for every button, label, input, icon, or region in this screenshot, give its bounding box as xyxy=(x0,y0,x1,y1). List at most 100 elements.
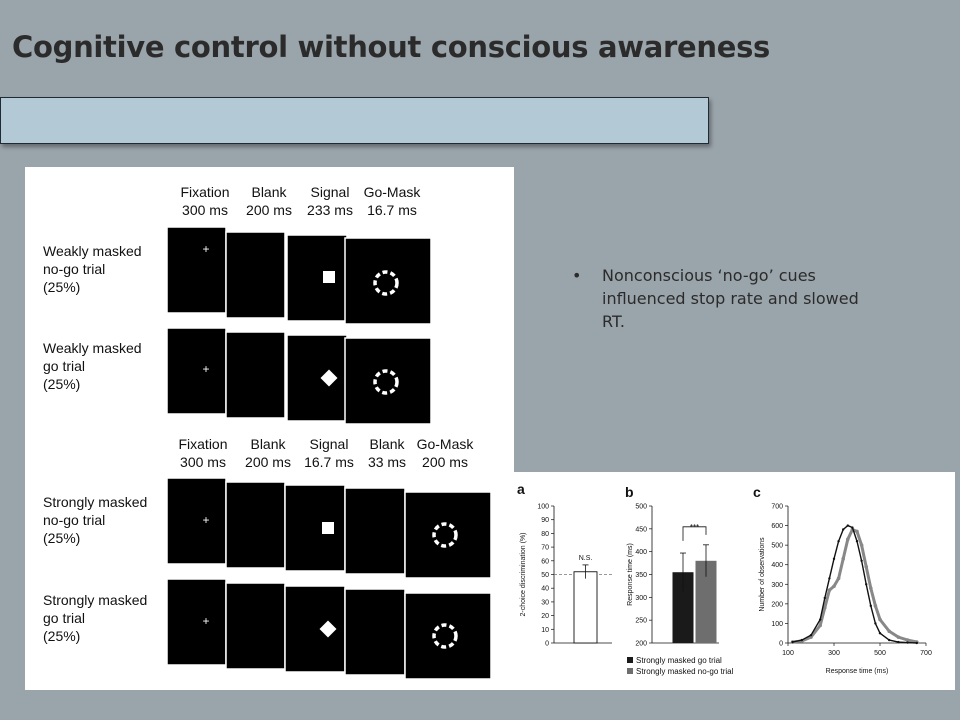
strong-header-fixation-ms: 300 ms xyxy=(180,454,226,470)
weak-header-fixation: Fixation xyxy=(180,184,229,200)
strong-header-gomask: Go-Mask xyxy=(417,436,475,452)
c-point-nogo xyxy=(859,543,864,547)
c-point-go xyxy=(865,583,868,586)
b-tick-label: 250 xyxy=(635,618,647,625)
fixation-cross: + xyxy=(202,242,209,256)
mask-ring xyxy=(373,369,399,395)
weak-header-gomask: Go-Mask xyxy=(364,184,422,200)
b-tick-label: 300 xyxy=(635,595,647,602)
diamond-signal xyxy=(320,369,338,387)
c-y-tick-label: 0 xyxy=(779,641,783,648)
c-point-go xyxy=(809,633,813,637)
bullet-marker: • xyxy=(572,266,582,285)
c-point-go xyxy=(842,528,845,531)
b-bar-go xyxy=(672,572,694,643)
row2-frames: + xyxy=(166,327,432,425)
c-point-go xyxy=(846,524,849,527)
c-point-nogo xyxy=(846,537,850,542)
c-point-go xyxy=(888,638,891,642)
a-tick-label: 30 xyxy=(541,599,549,606)
c-point-nogo xyxy=(841,557,845,561)
c-y-tick-label: 600 xyxy=(771,523,783,530)
c-point-go xyxy=(823,596,826,600)
strong-header-blank: Blank xyxy=(250,436,286,452)
c-point-go xyxy=(906,641,909,644)
c-point-go xyxy=(791,640,794,644)
c-point-go xyxy=(800,638,803,642)
b-significance-bracket xyxy=(682,526,707,541)
a-tick-label: 60 xyxy=(541,558,549,565)
strong-header-signal: Signal xyxy=(310,436,349,452)
panel-letter-a: a xyxy=(517,481,525,497)
strong-header-blank2: Blank xyxy=(369,436,405,452)
legend-label-nogo: Strongly masked no-go trial xyxy=(636,667,734,676)
b-y-label: Response time (ms) xyxy=(627,543,634,606)
row3-label-l2: no-go trial xyxy=(43,512,105,528)
row3-frames: + xyxy=(166,477,492,579)
weak-header-blank: Blank xyxy=(251,184,287,200)
fixation-cross: + xyxy=(202,362,209,376)
trial-sequence-figure: Fixation 300 ms Blank 200 ms Signal 233 … xyxy=(25,167,514,690)
a-tick-label: 10 xyxy=(541,627,549,634)
c-point-go xyxy=(878,632,882,635)
a-y-label: 2-choice discrimination (%) xyxy=(520,532,527,616)
row4-frames: + xyxy=(166,578,492,680)
c-point-go xyxy=(897,640,900,644)
a-bar xyxy=(573,571,598,644)
legend-label-go: Strongly masked go trial xyxy=(636,656,722,665)
c-point-go xyxy=(869,604,872,608)
c-point-go xyxy=(832,557,836,561)
row2-label-l3: (25%) xyxy=(43,376,80,392)
a-tick-label: 40 xyxy=(541,586,549,593)
c-y-tick-label: 400 xyxy=(771,562,783,569)
weak-header-blank-ms: 200 ms xyxy=(246,202,292,218)
row1-label-l3: (25%) xyxy=(43,279,80,295)
bullet-item: Nonconscious ‘no-go’ cues influenced sto… xyxy=(602,266,859,331)
c-x-tick-label: 300 xyxy=(828,650,840,657)
c-y-tick-label: 700 xyxy=(771,504,783,511)
panel-letter-c: c xyxy=(753,484,761,500)
c-point-go xyxy=(860,559,863,562)
c-point-nogo xyxy=(896,635,901,639)
row4-label-l3: (25%) xyxy=(43,628,80,644)
c-point-go xyxy=(874,622,877,625)
subtitle-bar xyxy=(0,97,709,144)
c-y-tick-label: 300 xyxy=(771,582,783,589)
c-point-go xyxy=(855,540,859,543)
slide-title: Cognitive control without conscious awar… xyxy=(12,30,770,64)
c-point-nogo xyxy=(827,588,832,592)
b-tick-label: 400 xyxy=(635,549,647,556)
b-annotation: *** xyxy=(690,523,699,532)
b-tick-label: 200 xyxy=(635,641,647,648)
mask-ring xyxy=(373,270,399,296)
b-tick-label: 500 xyxy=(635,504,647,511)
fixation-cross: + xyxy=(202,513,209,527)
c-point-go xyxy=(819,618,822,621)
row2-label-l1: Weakly masked xyxy=(43,340,142,356)
strong-header-gomask-ms: 200 ms xyxy=(422,454,468,470)
c-point-go xyxy=(851,526,854,529)
square-signal xyxy=(322,522,334,534)
row3-label-l1: Strongly masked xyxy=(43,494,147,510)
square-signal xyxy=(323,271,335,283)
weak-header-signal-ms: 233 ms xyxy=(307,202,353,218)
strong-header-blank-ms: 200 ms xyxy=(245,454,291,470)
row4-label-l2: go trial xyxy=(43,610,85,626)
c-point-nogo xyxy=(832,584,836,589)
c-y-tick-label: 500 xyxy=(771,543,783,550)
c-x-tick-label: 100 xyxy=(782,650,794,657)
c-y-tick-label: 200 xyxy=(771,601,783,608)
row1-label-l2: no-go trial xyxy=(43,261,105,277)
a-tick-label: 100 xyxy=(537,504,549,511)
strong-header-signal-ms: 16.7 ms xyxy=(304,454,354,470)
c-point-go xyxy=(828,577,831,580)
c-point-go xyxy=(915,641,918,645)
c-y-label: Number of observations xyxy=(759,537,766,612)
legend: Strongly masked go trial Strongly masked… xyxy=(627,656,734,676)
c-point-nogo xyxy=(855,529,859,534)
a-annotation: N.S. xyxy=(579,555,593,562)
trial-sequence-svg: Fixation 300 ms Blank 200 ms Signal 233 … xyxy=(43,184,492,680)
